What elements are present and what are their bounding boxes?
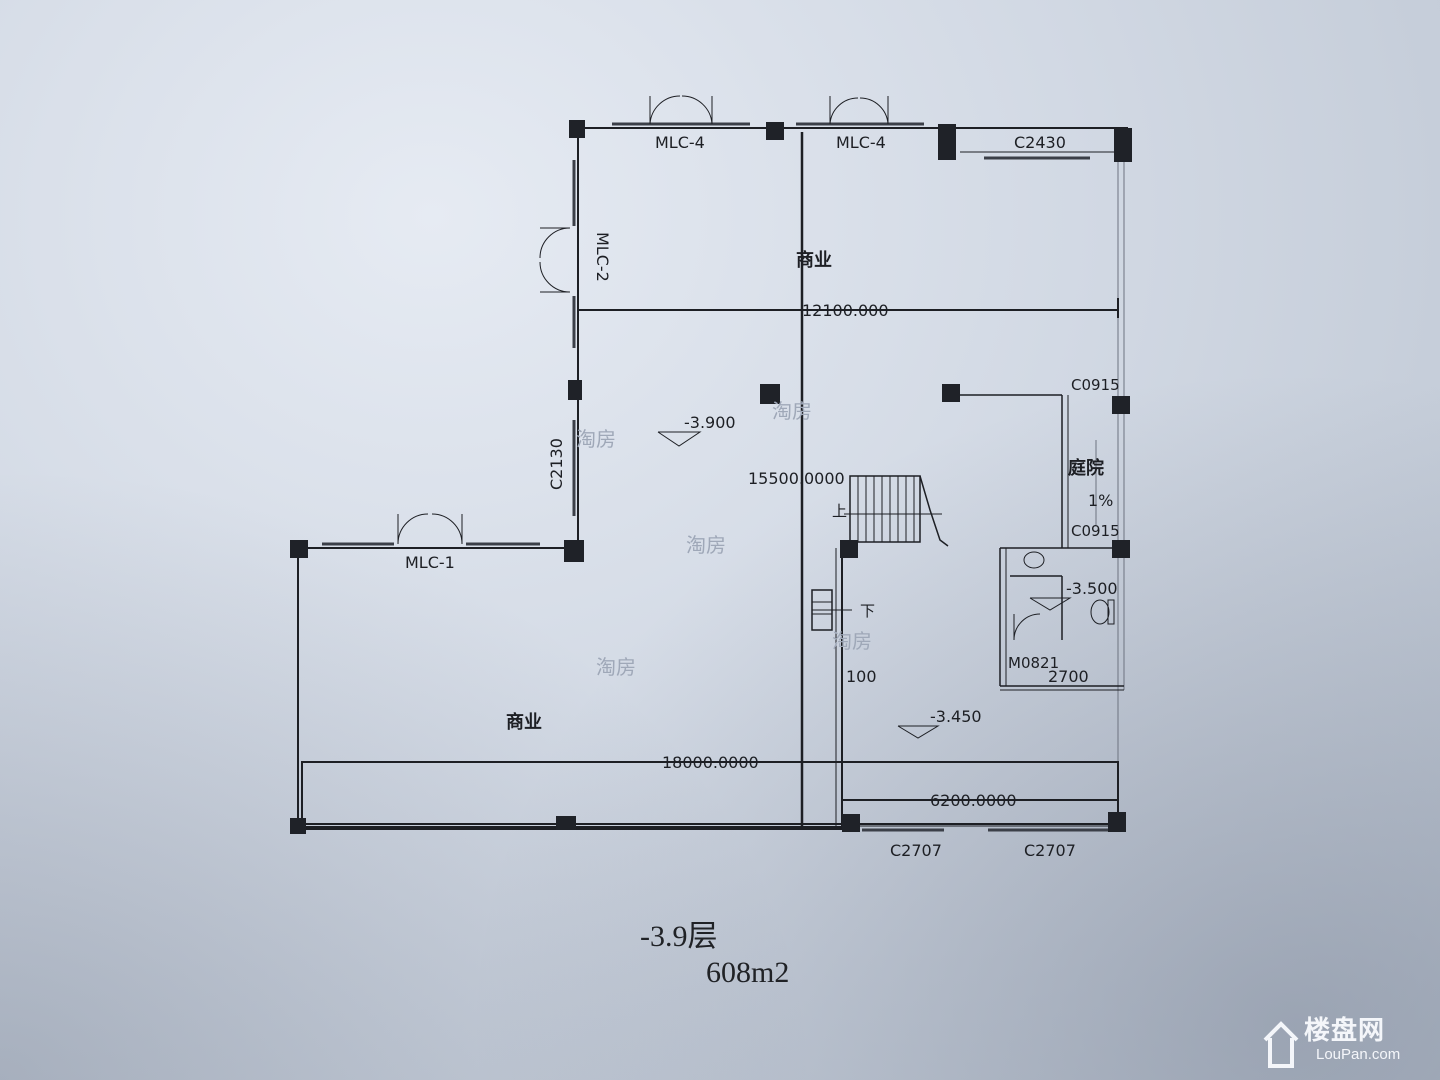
label-m0821: M0821 — [1008, 654, 1059, 672]
label-c0915-top: C0915 — [1071, 376, 1120, 394]
logo-url: LouPan.com — [1316, 1046, 1401, 1063]
dimension-18000: 18000.0000 — [662, 753, 759, 772]
dimension-15500: 15500.0000 — [748, 469, 845, 488]
stair-up-label: 上 — [832, 502, 847, 520]
logo-name: 楼盘网 — [1304, 1016, 1386, 1046]
elevation-toilet: -3.500 — [1066, 579, 1118, 598]
label-mlc2: MLC-2 — [593, 232, 612, 282]
label-mlc1: MLC-1 — [405, 553, 455, 572]
label-c2430: C2430 — [1014, 133, 1066, 152]
house-logo-icon — [1263, 1021, 1299, 1068]
watermark-3: 淘房 — [686, 533, 726, 557]
label-mlc4-b: MLC-4 — [836, 133, 886, 152]
dimension-100: 100 — [846, 667, 877, 686]
room-label-commercial-bottom: 商业 — [506, 711, 542, 733]
watermark-2: 淘房 — [576, 427, 616, 451]
stair-down-label: 下 — [860, 602, 875, 620]
label-c2707-a: C2707 — [890, 841, 942, 860]
label-mlc4-a: MLC-4 — [655, 133, 705, 152]
elevation-main: -3.900 — [684, 413, 736, 432]
elevation-lower: -3.450 — [930, 707, 982, 726]
room-label-commercial-top: 商业 — [796, 249, 832, 271]
label-c2707-b: C2707 — [1024, 841, 1076, 860]
area-caption: 608m2 — [706, 956, 789, 989]
watermark-5: 淘房 — [596, 655, 636, 679]
dimension-6200: 6200.0000 — [930, 791, 1017, 810]
room-label-courtyard: 庭院 — [1068, 457, 1104, 479]
site-logo: 楼盘网 LouPan.com — [1262, 1010, 1430, 1074]
slope-label: 1% — [1088, 491, 1113, 510]
dimension-12100: 12100.000 — [802, 301, 889, 320]
dimension-2700: 2700 — [1048, 667, 1089, 686]
watermark-4: 淘房 — [832, 629, 872, 653]
label-c0915-bottom: C0915 — [1071, 522, 1120, 540]
label-c2130: C2130 — [547, 438, 566, 490]
watermark-1: 淘房 — [772, 399, 812, 423]
floor-caption: -3.9层 — [640, 920, 718, 953]
